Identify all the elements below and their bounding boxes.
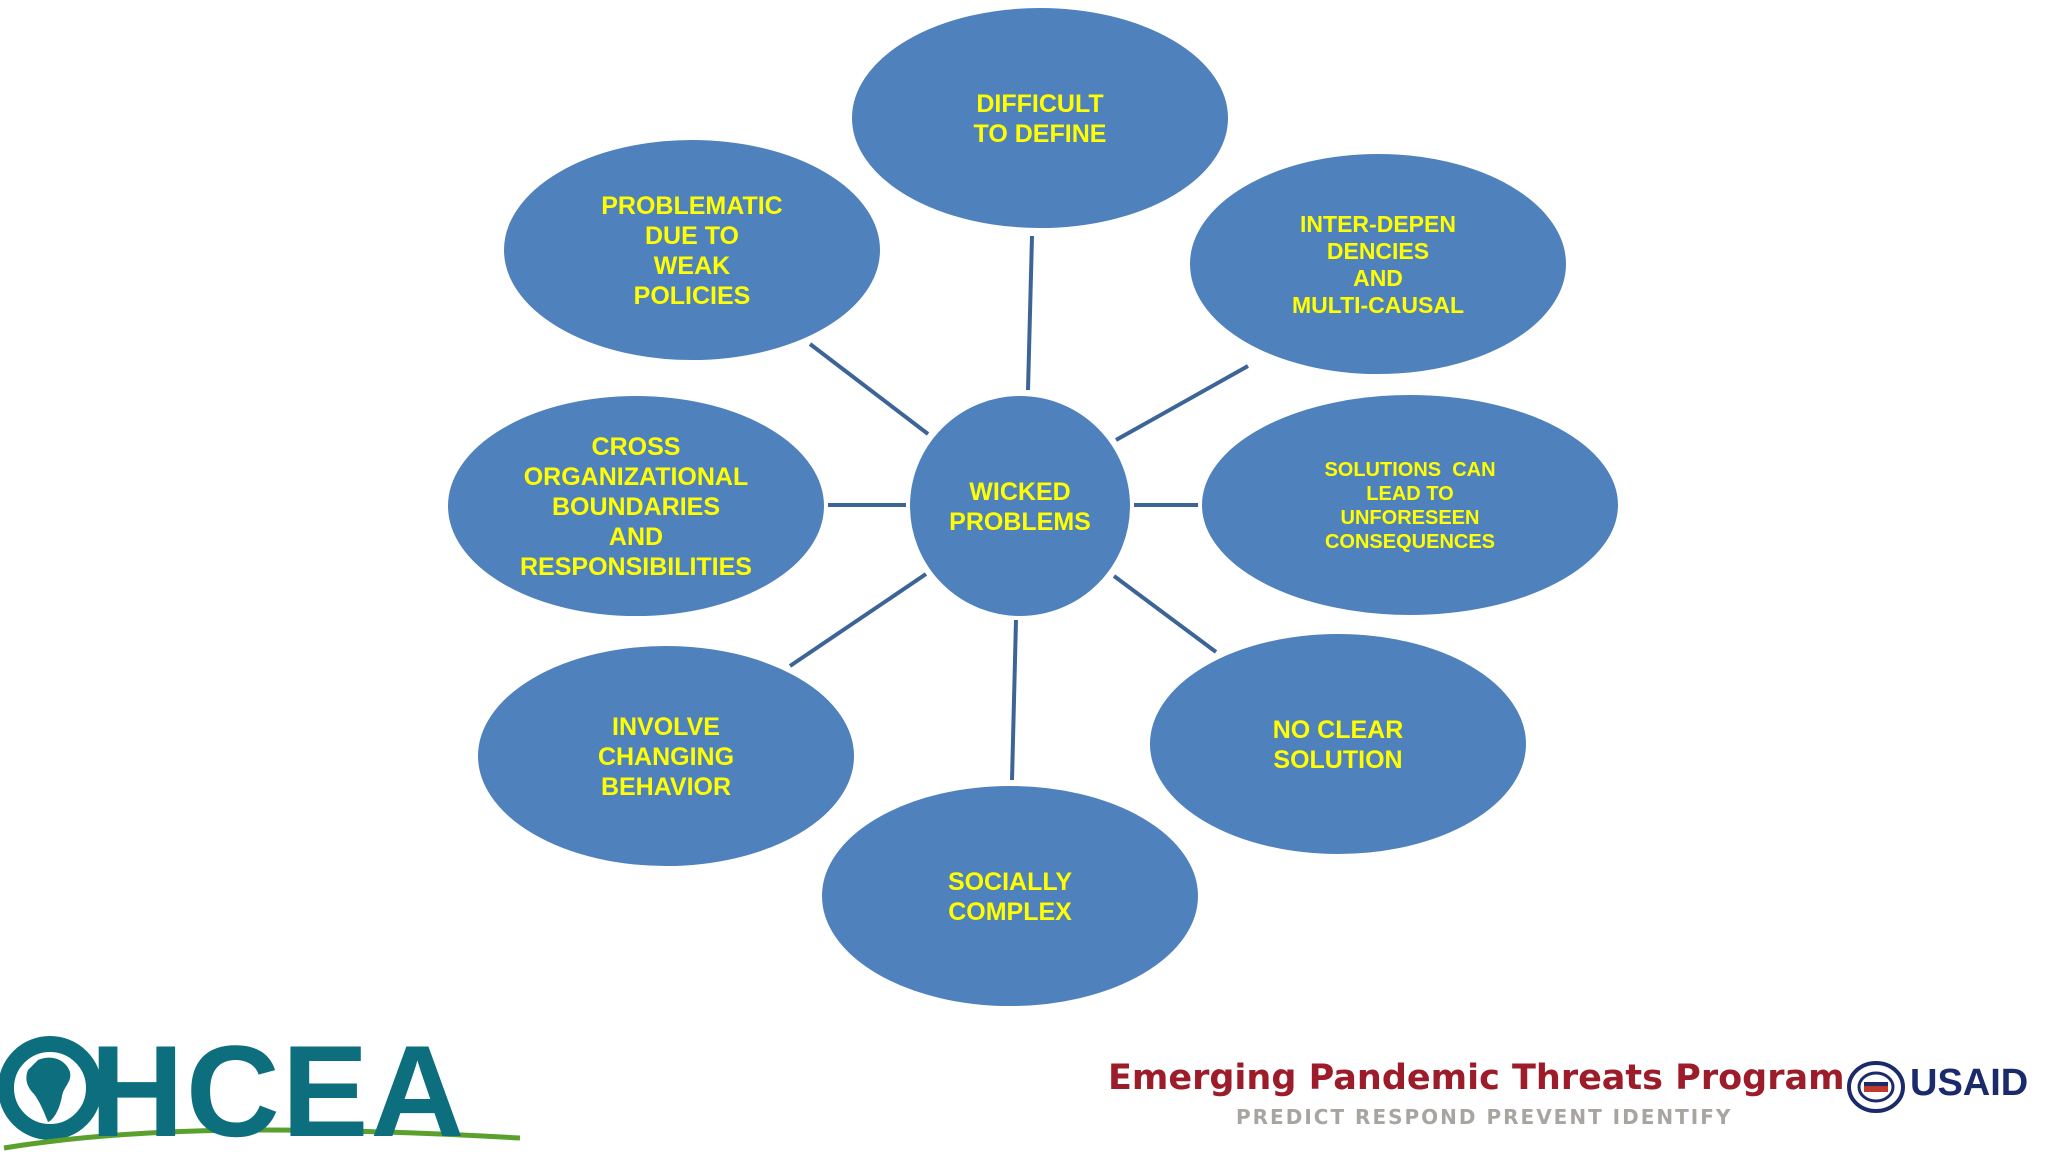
ohcea-logo [0,1036,521,1151]
connector-difficult-to-define [1026,235,1034,391]
program-title: Emerging Pandemic Threats Program [1108,1058,1845,1098]
ohcea-logo-text: HCEA [90,1018,467,1164]
node-shape-interdependencies [1186,150,1570,378]
node-shape-no-clear-solution [1146,630,1530,858]
connector-lines [788,235,1249,781]
connector-no-clear-solution [1112,574,1218,654]
node-shape-unforeseen-consequences [1198,391,1622,619]
connector-socially-complex [1010,619,1018,781]
africa-map-icon [26,1057,71,1122]
node-shape-weak-policies [500,136,884,364]
connector-weak-policies [808,342,930,436]
node-shape-difficult-to-define [848,4,1232,232]
usaid-seal-icon [1847,1061,1905,1113]
node-shape-center-wicked-problems [906,392,1134,620]
node-shape-cross-organizational [444,392,828,620]
node-shape-socially-complex [818,782,1202,1010]
connector-changing-behavior [788,572,928,668]
node-shape-changing-behavior [474,642,858,870]
green-swoosh-icon [3,1127,521,1151]
program-subtitle: PREDICT RESPOND PREVENT IDENTIFY [1236,1105,1733,1129]
connector-interdependencies [1115,364,1249,442]
usaid-logo-text: USAID [1910,1062,2029,1104]
globe-ring-icon [0,1036,102,1140]
